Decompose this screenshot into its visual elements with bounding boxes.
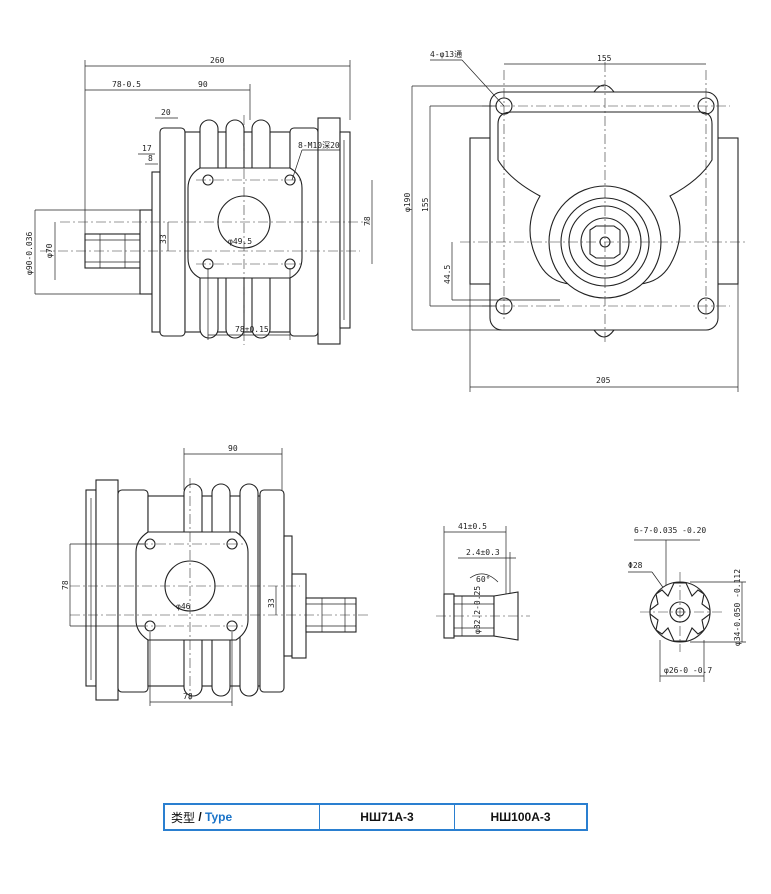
dim-phi32-2: φ32.2-0.25 bbox=[473, 586, 482, 634]
dim-phi70: φ70 bbox=[45, 243, 54, 258]
dim-phi190: φ190 bbox=[403, 193, 412, 212]
side-view-bottom: 90 78 33 φ46 bbox=[61, 444, 370, 706]
dim-phi28: Φ28 bbox=[628, 561, 643, 570]
shaft-end-view: 6-7-0.035 -0.20 Φ28 φ34-0.050 -0.112 φ26… bbox=[628, 526, 746, 682]
dim-33-bottom: 33 bbox=[267, 598, 276, 608]
dim-20: 20 bbox=[161, 108, 171, 117]
dim-78-tol-bottom: 78±0.15 bbox=[235, 325, 269, 334]
dim-260: 260 bbox=[210, 56, 225, 65]
type-table: 类型 / Type НШ71А-3 НШ100А-3 bbox=[163, 803, 588, 831]
dim-44-5: 44.5 bbox=[443, 265, 452, 284]
type-label-en: Type bbox=[205, 810, 233, 824]
dim-phi34: φ34-0.050 -0.112 bbox=[733, 569, 742, 646]
dim-60deg: 60° bbox=[476, 575, 490, 584]
dim-phi26: φ26-0 -0.7 bbox=[664, 666, 712, 675]
model-name-1: НШ71А-3 bbox=[360, 810, 414, 824]
side-view-top: 260 78-0.5 90 20 17 8 bbox=[25, 56, 373, 345]
dim-2-4: 2.4±0.3 bbox=[466, 548, 500, 557]
type-label-cn: 类型 bbox=[171, 810, 196, 825]
dim-90-bottom: 90 bbox=[228, 444, 238, 453]
dim-205: 205 bbox=[596, 376, 611, 385]
type-header-cell: 类型 / Type bbox=[165, 805, 320, 829]
model-cell-2: НШ100А-3 bbox=[455, 805, 586, 829]
dim-phi90: φ90-0.036 bbox=[25, 231, 34, 275]
dim-90: 90 bbox=[198, 80, 208, 89]
dim-8: 8 bbox=[148, 154, 153, 163]
dim-155-vertical: 155 bbox=[421, 197, 430, 212]
dim-33: 33 bbox=[159, 234, 168, 244]
dim-4-phi13: 4-φ13通 bbox=[430, 49, 462, 59]
dim-155-top: 155 bbox=[597, 54, 612, 63]
dim-8-m10: 8-M10深20 bbox=[298, 141, 340, 150]
model-cell-1: НШ71А-3 bbox=[320, 805, 455, 829]
dim-phi49-5: φ49.5 bbox=[228, 237, 252, 246]
dim-6-7: 6-7-0.035 -0.20 bbox=[634, 526, 706, 535]
dim-17: 17 bbox=[142, 144, 152, 153]
dim-78-tol: 78-0.5 bbox=[112, 80, 141, 89]
shaft-side-view: 41±0.5 2.4±0.3 60° φ32.2-0.25 bbox=[436, 522, 530, 641]
front-view: 155 4-φ13通 φ190 155 44.5 205 bbox=[403, 49, 745, 392]
dim-78-left: 78 bbox=[61, 580, 70, 590]
dim-78-right: 78 bbox=[363, 216, 372, 226]
model-name-2: НШ100А-3 bbox=[490, 810, 551, 824]
dim-phi46: φ46 bbox=[176, 602, 191, 611]
type-label-sep: / bbox=[195, 810, 206, 824]
dim-41: 41±0.5 bbox=[458, 522, 487, 531]
dim-78-bottom: 78 bbox=[183, 692, 193, 701]
